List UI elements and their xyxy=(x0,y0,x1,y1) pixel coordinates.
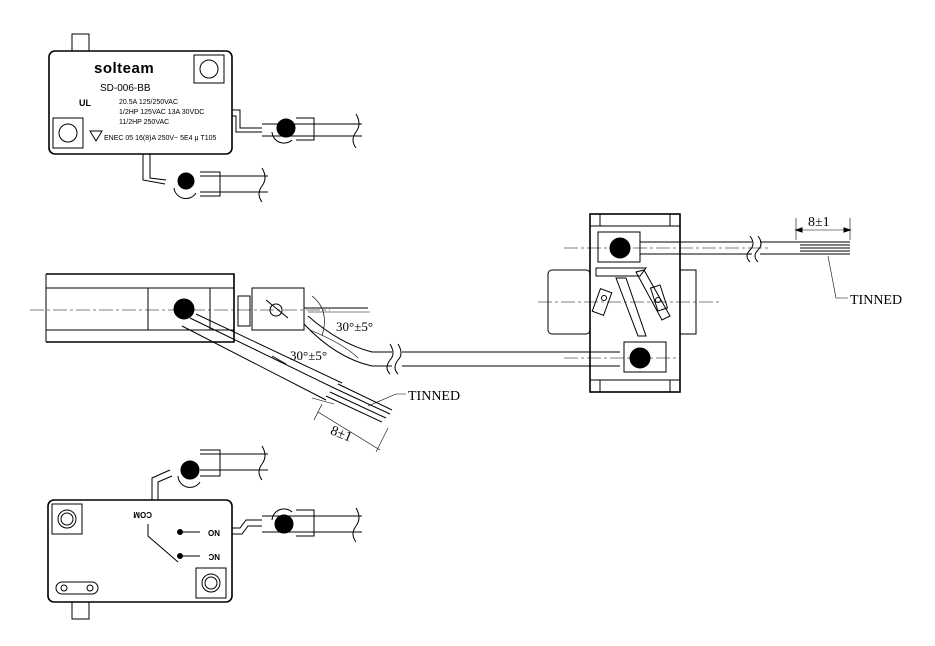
solder-joint-bottom-top xyxy=(180,460,200,480)
end-blade-1 xyxy=(615,277,647,337)
enec-line: ENEC 05 16(8)A 250V~ 5E4 μ T105 xyxy=(104,135,217,142)
solder-joint-side xyxy=(173,298,195,320)
tinned-leader-left xyxy=(367,393,406,407)
top-mount-hole-left xyxy=(58,123,78,143)
top-mount-hole-frame-left xyxy=(52,117,84,149)
angle-label-lower: 30°±5° xyxy=(290,348,327,363)
bottom-terminal-top xyxy=(151,469,171,500)
top-terminal-right xyxy=(232,109,262,129)
solder-joint-end-bottom xyxy=(629,347,651,369)
top-mount-hole-right xyxy=(199,59,219,79)
top-mount-hole-frame-right xyxy=(193,54,225,84)
com-label: COM xyxy=(133,510,152,519)
bottom-switch: COM NO NC xyxy=(47,445,362,620)
top-switch: solteam SD-006-BB UL 20.5A 125/250VAC 1/… xyxy=(48,33,362,203)
nc-label: NC xyxy=(208,552,220,561)
tinned-strands-lower xyxy=(333,387,391,415)
solder-joint-end-top xyxy=(609,237,631,259)
bottom-terminal-right xyxy=(232,519,262,529)
no-label: NO xyxy=(208,528,220,537)
brand-logo: solteam xyxy=(94,60,154,77)
solder-joint-top-bottom xyxy=(177,172,195,190)
end-right-flange xyxy=(679,269,697,335)
strip-length-left: 8±1 xyxy=(328,424,354,446)
side-actuator-block xyxy=(251,287,305,331)
angle-arc-upper xyxy=(311,295,325,337)
end-view: 8±1 TINNED xyxy=(538,213,902,393)
bottom-actuator xyxy=(71,601,90,620)
model-number: SD-006-BB xyxy=(100,83,151,94)
side-housing xyxy=(46,273,235,343)
angle-label-upper: 30°±5° xyxy=(336,319,373,334)
tinned-label-left: TINNED xyxy=(408,389,460,404)
bottom-switch-body xyxy=(47,499,233,603)
wire-side-upper xyxy=(307,315,392,353)
top-terminal-bottom xyxy=(142,154,166,185)
end-blade-2 xyxy=(635,269,671,321)
tinned-leader-right xyxy=(827,255,848,299)
strip-dim-line-left xyxy=(317,411,381,451)
solder-joint-top-right xyxy=(276,118,296,138)
strip-length-right: 8±1 xyxy=(808,215,830,230)
side-view: 30°±5° 30°±5° 8±1 TINNED xyxy=(30,273,620,453)
rating-line-1: 20.5A 125/250VAC xyxy=(119,99,178,106)
bottom-slot xyxy=(55,581,99,595)
rating-line-2: 1/2HP 125VAC 13A 30VDC xyxy=(119,109,204,116)
tinned-label-right: TINNED xyxy=(850,293,902,308)
bottom-mount-hole-right xyxy=(201,573,221,593)
wire-side-lower xyxy=(189,317,335,389)
side-terminal-block xyxy=(147,287,211,331)
ul-mark: UL xyxy=(79,98,91,108)
switch-lever xyxy=(147,524,179,563)
angle-arc-lower xyxy=(309,329,359,359)
top-actuator xyxy=(71,33,90,52)
solder-joint-bottom-right xyxy=(274,514,294,534)
top-switch-body xyxy=(48,50,233,155)
bottom-mount-hole-left xyxy=(57,509,77,529)
enec-mark-icon xyxy=(89,130,103,142)
rating-line-3: 11/2HP 250VAC xyxy=(119,119,169,126)
end-left-flange xyxy=(547,269,591,335)
